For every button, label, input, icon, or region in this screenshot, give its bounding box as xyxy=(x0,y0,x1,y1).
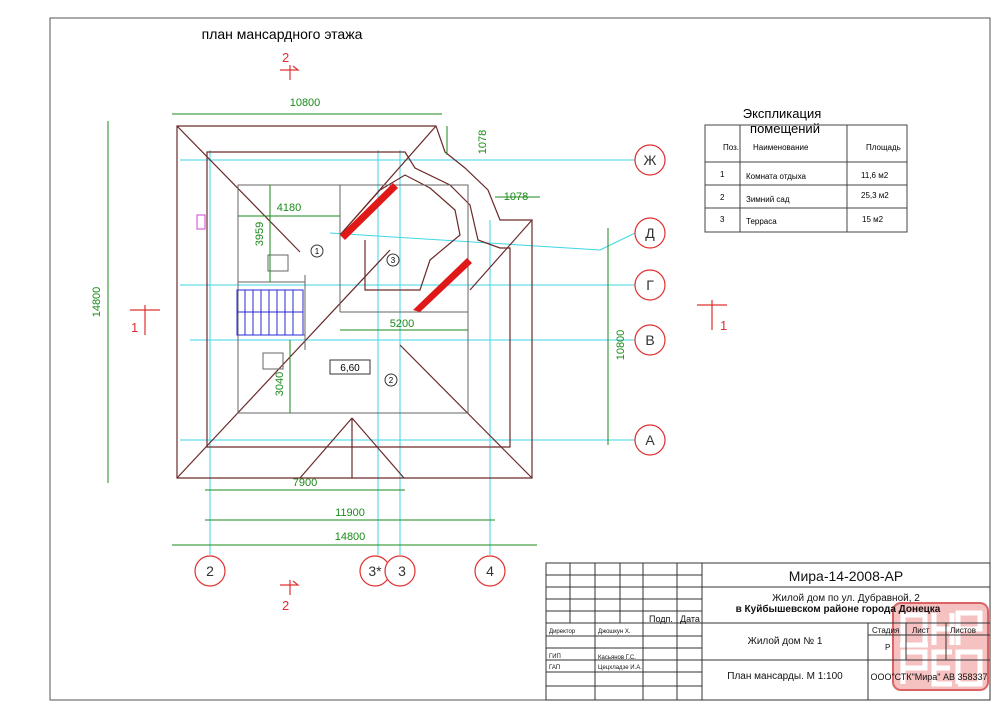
stair xyxy=(236,289,304,336)
title-block: Мира-14-2008-АР Жилой дом по ул. Дубравн… xyxy=(545,562,991,701)
svg-text:25,3 м2: 25,3 м2 xyxy=(861,191,889,200)
svg-text:Комната отдыха: Комната отдыха xyxy=(746,172,807,181)
section-2-bottom: 2 xyxy=(282,598,289,613)
svg-text:1: 1 xyxy=(315,247,320,256)
col-date: Дата xyxy=(680,614,700,624)
dim-bottom-3: 14800 xyxy=(335,531,366,543)
axis-2: 2 xyxy=(206,563,214,579)
axis-a: А xyxy=(645,432,655,448)
project-code: Мира-14-2008-АР xyxy=(789,568,903,584)
address-line-1: Жилой дом по ул. Дубравной, 2 xyxy=(772,592,920,604)
svg-text:Площадь: Площадь xyxy=(866,143,901,152)
svg-text:11,6 м2: 11,6 м2 xyxy=(861,171,889,180)
level-mark-box xyxy=(329,359,371,375)
svg-text:15 м2: 15 м2 xyxy=(862,215,884,224)
dim-top: 10800 xyxy=(290,97,321,109)
sheets-header: Листов xyxy=(950,626,976,635)
sheet-name: План мансарды. М 1:100 xyxy=(727,671,843,682)
role-director: Директор xyxy=(549,629,576,635)
section-markers xyxy=(130,65,727,595)
dim-lower-h: 3040 xyxy=(274,372,286,396)
svg-text:1: 1 xyxy=(720,170,725,179)
dim-left: 14800 xyxy=(91,287,103,318)
grid-lines xyxy=(180,150,636,555)
axis-3star: 3* xyxy=(368,563,382,579)
name-gap: Цецхладзе И.А. xyxy=(598,665,642,671)
axis-g: Г xyxy=(646,277,654,293)
section-1-left: 1 xyxy=(131,320,138,335)
axis-4: 4 xyxy=(486,563,494,579)
svg-text:2: 2 xyxy=(389,376,394,385)
role-gap: ГАП xyxy=(549,665,560,671)
dimension-lines xyxy=(107,113,609,546)
sheet-header: Лист xyxy=(912,626,930,635)
svg-text:Наименование: Наименование xyxy=(753,143,809,152)
svg-text:3: 3 xyxy=(720,215,725,224)
dim-bay-h: 1078 xyxy=(504,191,528,203)
dim-terrace: 5200 xyxy=(390,318,414,330)
dim-bay-v: 1078 xyxy=(477,130,489,154)
explication-table: Экспликация помещений Поз. Наименование … xyxy=(704,106,908,233)
svg-text:Экспликация: Экспликация xyxy=(743,106,822,121)
axis-d: Д xyxy=(645,225,655,241)
dim-room-h: 3959 xyxy=(254,222,266,246)
axis-circles xyxy=(194,144,666,587)
chimney xyxy=(196,214,206,230)
dim-bottom-2: 11900 xyxy=(335,507,365,519)
address-line-2: в Куйбышевском районе города Донецка xyxy=(736,603,941,615)
axis-zh: Ж xyxy=(644,152,657,168)
stage-header: Стадия xyxy=(872,626,899,635)
svg-text:3: 3 xyxy=(391,256,396,265)
object-name: Жилой дом № 1 xyxy=(748,636,823,647)
svg-text:2: 2 xyxy=(720,193,725,202)
col-sign: Подп. xyxy=(649,614,673,624)
room-marks: 1 2 3 xyxy=(310,244,400,387)
sheet-frame xyxy=(49,17,991,701)
section-2-top: 2 xyxy=(282,50,289,65)
svg-text:помещений: помещений xyxy=(750,121,820,136)
svg-text:Терраса: Терраса xyxy=(746,217,777,226)
name-director: Джошкун Х. xyxy=(598,629,631,635)
stage-value: Р xyxy=(885,643,890,652)
level-mark: 6,60 xyxy=(340,363,360,374)
role-gip: ГИП xyxy=(549,654,561,660)
svg-text:Поз.: Поз. xyxy=(723,143,739,152)
dim-room-w: 4180 xyxy=(277,202,301,214)
drawing-title: план мансардного этажа xyxy=(202,26,363,42)
axis-v: В xyxy=(645,332,654,348)
dim-right: 10800 xyxy=(615,330,627,361)
dim-bottom-1: 7900 xyxy=(293,477,317,489)
axis-3: 3 xyxy=(398,563,406,579)
glazing-red xyxy=(340,183,472,312)
roof-outline xyxy=(176,125,533,479)
svg-text:Зимний сад: Зимний сад xyxy=(746,195,790,204)
section-1-right: 1 xyxy=(720,318,727,333)
name-gip: Касьянов Г.С. xyxy=(598,655,636,661)
company-name: ООО"СТК"Мира" АВ 358337 xyxy=(870,672,987,682)
watermark-logo xyxy=(892,602,989,691)
